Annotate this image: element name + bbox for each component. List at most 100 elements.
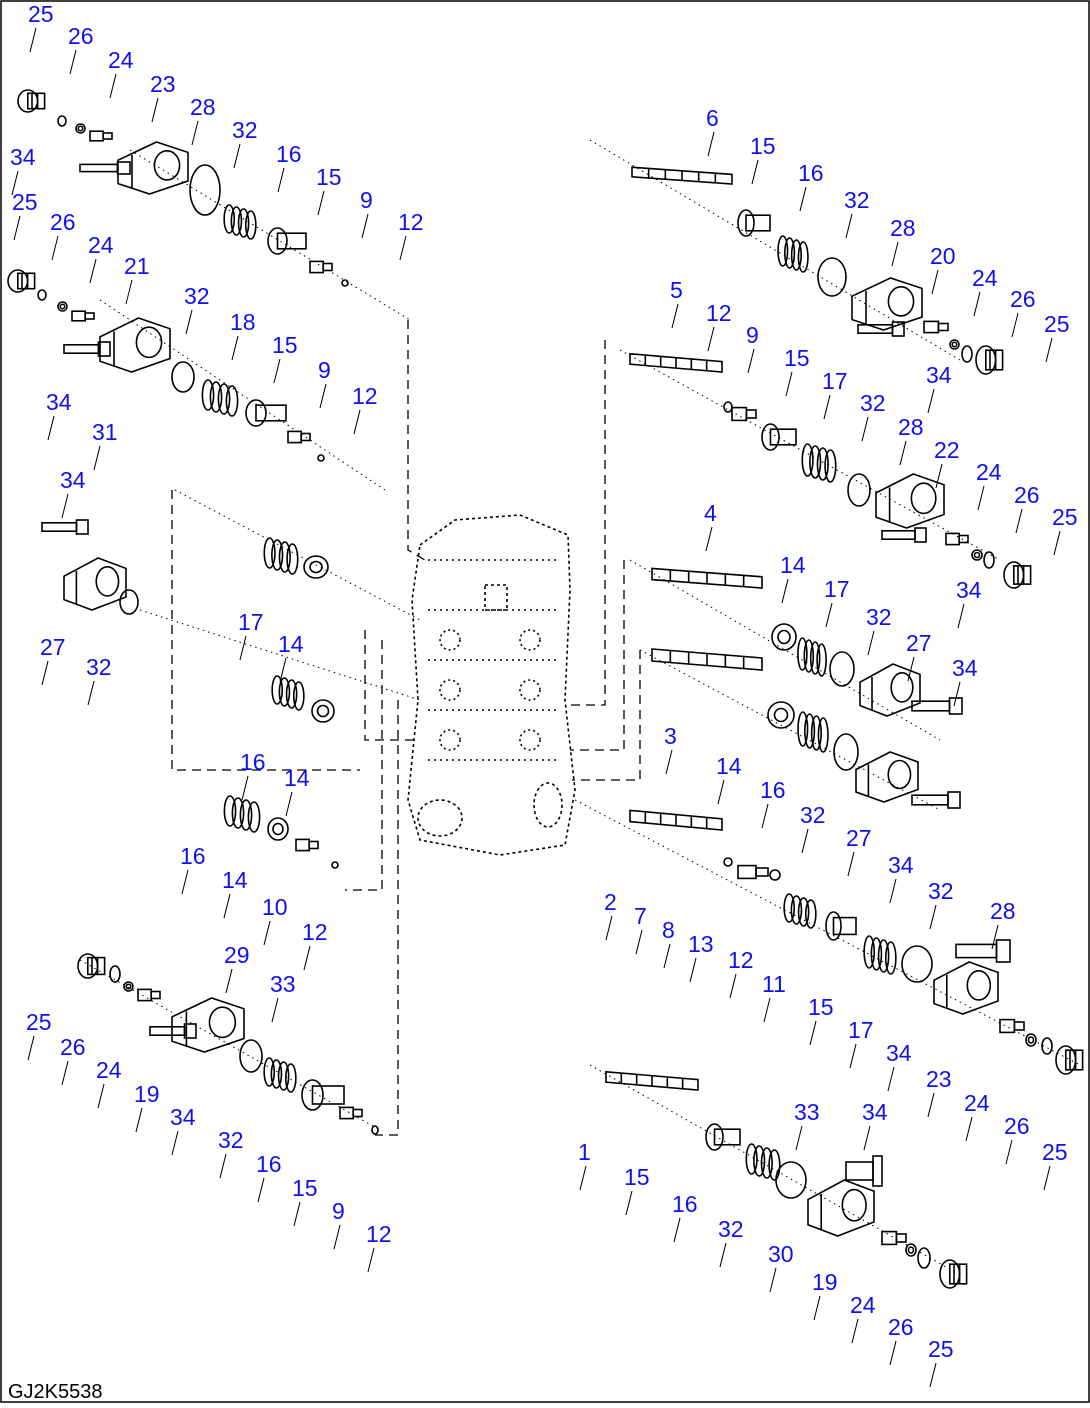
part-fit: [295, 838, 319, 852]
part-ring: [311, 699, 335, 723]
callout-leader-line: [333, 1224, 341, 1250]
part-callout-10: 10: [262, 894, 288, 920]
part-plug: [975, 345, 1004, 375]
part-callout-34: 34: [888, 852, 914, 878]
part-bolt: [955, 939, 1011, 963]
callout-leader-line: [705, 526, 713, 552]
callout-leader-line: [285, 791, 293, 817]
part-ring: [267, 817, 289, 841]
callout-leader-line: [69, 49, 77, 75]
part-callout-32: 32: [860, 390, 886, 416]
part-cap: [859, 663, 921, 717]
part-callout-14: 14: [278, 631, 304, 657]
part-callout-19: 19: [134, 1081, 160, 1107]
part-spring: [797, 637, 827, 677]
callout-leader-line: [769, 1267, 777, 1293]
callout-leader-line: [231, 335, 239, 361]
callout-leader-line: [279, 657, 287, 683]
drawing-code: GJ2K5538: [8, 1381, 103, 1403]
part-cap: [933, 961, 999, 1015]
part-ring: [767, 701, 795, 729]
part-callout-27: 27: [846, 825, 872, 851]
part-callout-15: 15: [624, 1164, 650, 1190]
part-fit: [339, 1106, 363, 1120]
part-spring: [271, 675, 305, 711]
part-callout-32: 32: [86, 654, 112, 680]
part-callout-32: 32: [844, 187, 870, 213]
part-dot: [341, 279, 349, 287]
callout-leader-line: [747, 348, 755, 374]
callout-leader-line: [809, 1020, 817, 1046]
part-spool: [651, 648, 763, 671]
callout-leader-line: [851, 1318, 859, 1344]
part-fit: [923, 320, 949, 334]
part-bolt: [845, 1155, 883, 1187]
part-callout-12: 12: [352, 383, 378, 409]
part-spring: [777, 235, 809, 273]
part-bolt: [79, 161, 131, 175]
callout-leader-line: [849, 1043, 857, 1069]
callout-leader-line: [263, 920, 271, 946]
part-callout-12: 12: [398, 209, 424, 235]
part-callout-24: 24: [964, 1090, 990, 1116]
callout-leader-line: [977, 485, 985, 511]
part-fit: [89, 130, 113, 142]
callout-leader-line: [93, 445, 101, 471]
callout-leader-line: [929, 904, 937, 930]
part-plug: [17, 89, 46, 113]
callout-leader-line: [273, 358, 281, 384]
part-callout-4: 4: [704, 500, 717, 526]
callout-leader-line: [271, 997, 279, 1023]
part-spool: [629, 809, 723, 831]
part-ring: [905, 1243, 917, 1257]
callout-leader-line: [51, 235, 59, 261]
callout-leader-line: [891, 241, 899, 267]
part-spring: [783, 893, 817, 929]
part-seat: [301, 1079, 345, 1111]
callout-leader-line: [931, 269, 939, 295]
callout-leader-line: [361, 213, 369, 239]
part-dot: [769, 869, 781, 881]
part-callout-16: 16: [672, 1191, 698, 1217]
part-ring: [123, 981, 134, 992]
part-oring: [37, 289, 47, 301]
part-callout-24: 24: [88, 232, 114, 258]
part-oring: [1041, 1037, 1053, 1055]
part-spring: [801, 443, 837, 483]
callout-leader-line: [97, 1083, 105, 1109]
part-callout-13: 13: [688, 931, 714, 957]
part-oring: [901, 945, 933, 983]
part-callout-5: 5: [670, 277, 683, 303]
callout-leader-line: [181, 869, 189, 895]
part-callout-14: 14: [716, 753, 742, 779]
callout-leader-line: [277, 167, 285, 193]
part-callout-32: 32: [184, 283, 210, 309]
part-callout-28: 28: [190, 94, 216, 120]
part-callout-17: 17: [824, 576, 850, 602]
part-spool: [629, 352, 723, 373]
callout-leader-line: [847, 851, 855, 877]
part-spool: [631, 166, 733, 185]
callout-leader-line: [751, 159, 759, 185]
part-callout-27: 27: [40, 634, 66, 660]
part-callout-16: 16: [180, 843, 206, 869]
part-plug: [7, 269, 36, 293]
part-callout-24: 24: [976, 459, 1002, 485]
part-callout-32: 32: [232, 117, 258, 143]
callout-leader-line: [293, 1201, 301, 1227]
callout-leader-line: [953, 681, 961, 707]
callout-leader-line: [27, 1035, 35, 1061]
part-bolt: [149, 1023, 197, 1039]
callout-leader-line: [399, 235, 407, 261]
part-cap: [99, 317, 171, 373]
part-callout-33: 33: [270, 971, 296, 997]
part-fit: [137, 988, 161, 1002]
callout-leader-line: [319, 383, 327, 409]
part-callout-16: 16: [276, 141, 302, 167]
callout-leader-line: [663, 943, 671, 969]
part-callout-32: 32: [928, 878, 954, 904]
callout-leader-line: [671, 303, 679, 329]
part-callout-16: 16: [760, 777, 786, 803]
